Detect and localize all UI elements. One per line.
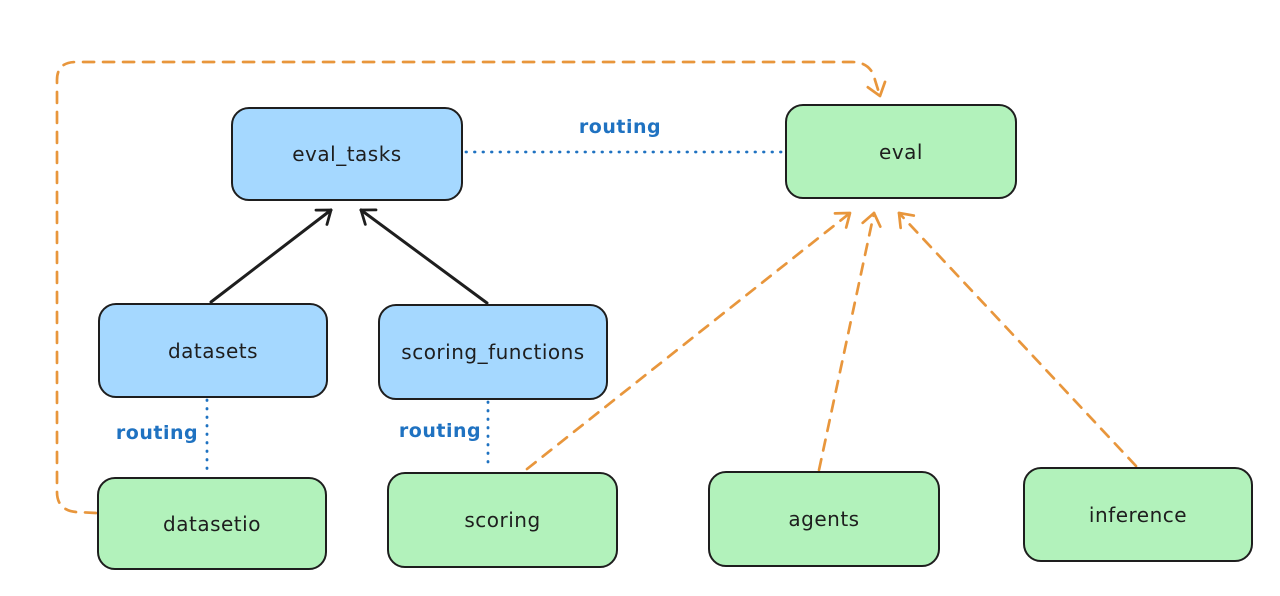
node-eval-tasks-label: eval_tasks <box>292 142 402 166</box>
node-scoring-functions-label: scoring_functions <box>401 340 585 364</box>
edge-scoring-functions-eval-tasks <box>359 208 489 305</box>
node-scoring-label: scoring <box>464 508 541 532</box>
node-datasets: datasets <box>98 303 328 398</box>
node-agents-label: agents <box>788 507 860 531</box>
routing-label-scoring-functions-scoring: routing <box>398 420 482 442</box>
node-datasets-label: datasets <box>167 338 259 363</box>
routing-label-eval-tasks-eval: routing <box>578 116 662 138</box>
node-eval: eval <box>785 104 1017 199</box>
node-agents: agents <box>708 471 940 567</box>
edge-agents-eval <box>817 211 882 472</box>
node-scoring: scoring <box>387 472 618 568</box>
node-scoring-functions: scoring_functions <box>378 304 608 400</box>
edge-scoring-eval <box>525 211 852 471</box>
node-inference: inference <box>1023 467 1253 562</box>
routing-label-datasets-datasetio: routing <box>115 422 199 444</box>
edge-inference-eval <box>897 211 1138 468</box>
edge-datasets-eval-tasks <box>209 208 333 304</box>
edge-datasetio-eval <box>55 60 887 515</box>
node-eval-tasks: eval_tasks <box>231 107 463 201</box>
node-datasetio-label: datasetio <box>163 511 261 536</box>
node-datasetio: datasetio <box>97 477 327 570</box>
node-eval-label: eval <box>879 139 923 164</box>
node-inference-label: inference <box>1088 502 1188 527</box>
